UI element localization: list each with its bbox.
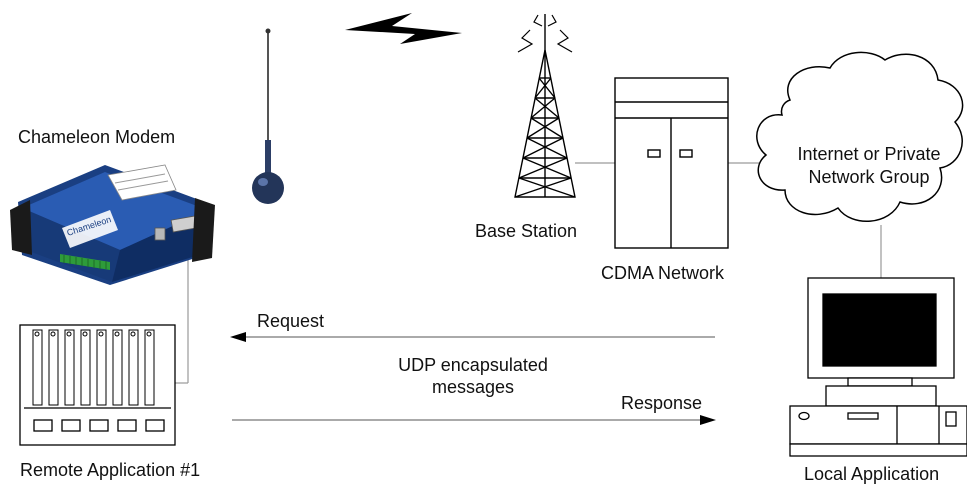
modem-label: Chameleon Modem — [18, 127, 176, 147]
remote-application-label: Remote Application #1 — [20, 460, 201, 480]
cdma-network-label: CDMA Network — [601, 263, 725, 283]
desktop-computer-icon — [789, 277, 967, 457]
request-label: Request — [257, 311, 325, 331]
cloud-icon — [756, 51, 964, 222]
local-application-label: Local Application — [804, 464, 940, 484]
antenna-icon — [252, 28, 284, 204]
modem-device-icon: Chameleon — [10, 164, 215, 285]
request-arrow — [230, 332, 715, 342]
rack-chassis-icon — [19, 324, 176, 446]
response-label: Response — [621, 393, 703, 413]
radio-tower-icon — [514, 14, 576, 198]
udp-label-line1: UDP encapsulated — [398, 355, 548, 375]
cloud-label-line2: Network Group — [808, 167, 930, 187]
server-cabinet-icon — [614, 77, 729, 249]
udp-label-line2: messages — [431, 377, 515, 397]
lightning-bolt-icon — [345, 13, 462, 44]
response-arrow — [232, 415, 716, 425]
cloud-label-line1: Internet or Private — [797, 144, 941, 164]
base-station-label: Base Station — [475, 221, 578, 241]
